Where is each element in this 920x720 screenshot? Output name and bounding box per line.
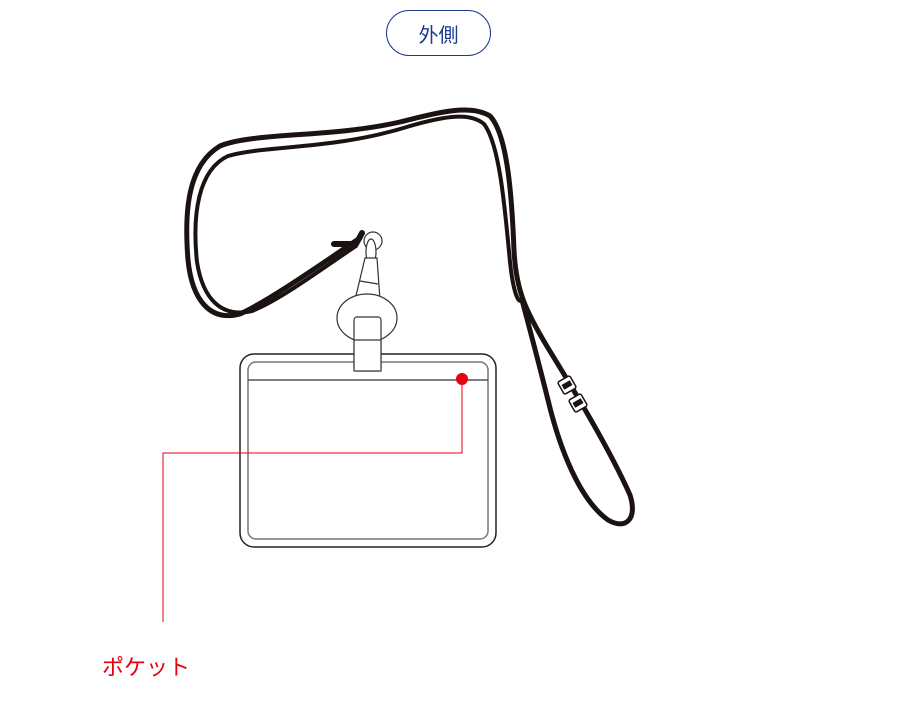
- pocket-callout-label: ポケット: [102, 656, 191, 681]
- pocket-callout-line: [162, 380, 463, 622]
- card-holder-pocket: [239, 339, 497, 548]
- strap-adjuster: [557, 375, 588, 413]
- side-label-badge: 外側: [386, 10, 491, 56]
- side-label: 外側: [418, 22, 459, 47]
- pocket-callout-dot: [456, 373, 468, 385]
- lanyard-strap: [184, 107, 635, 527]
